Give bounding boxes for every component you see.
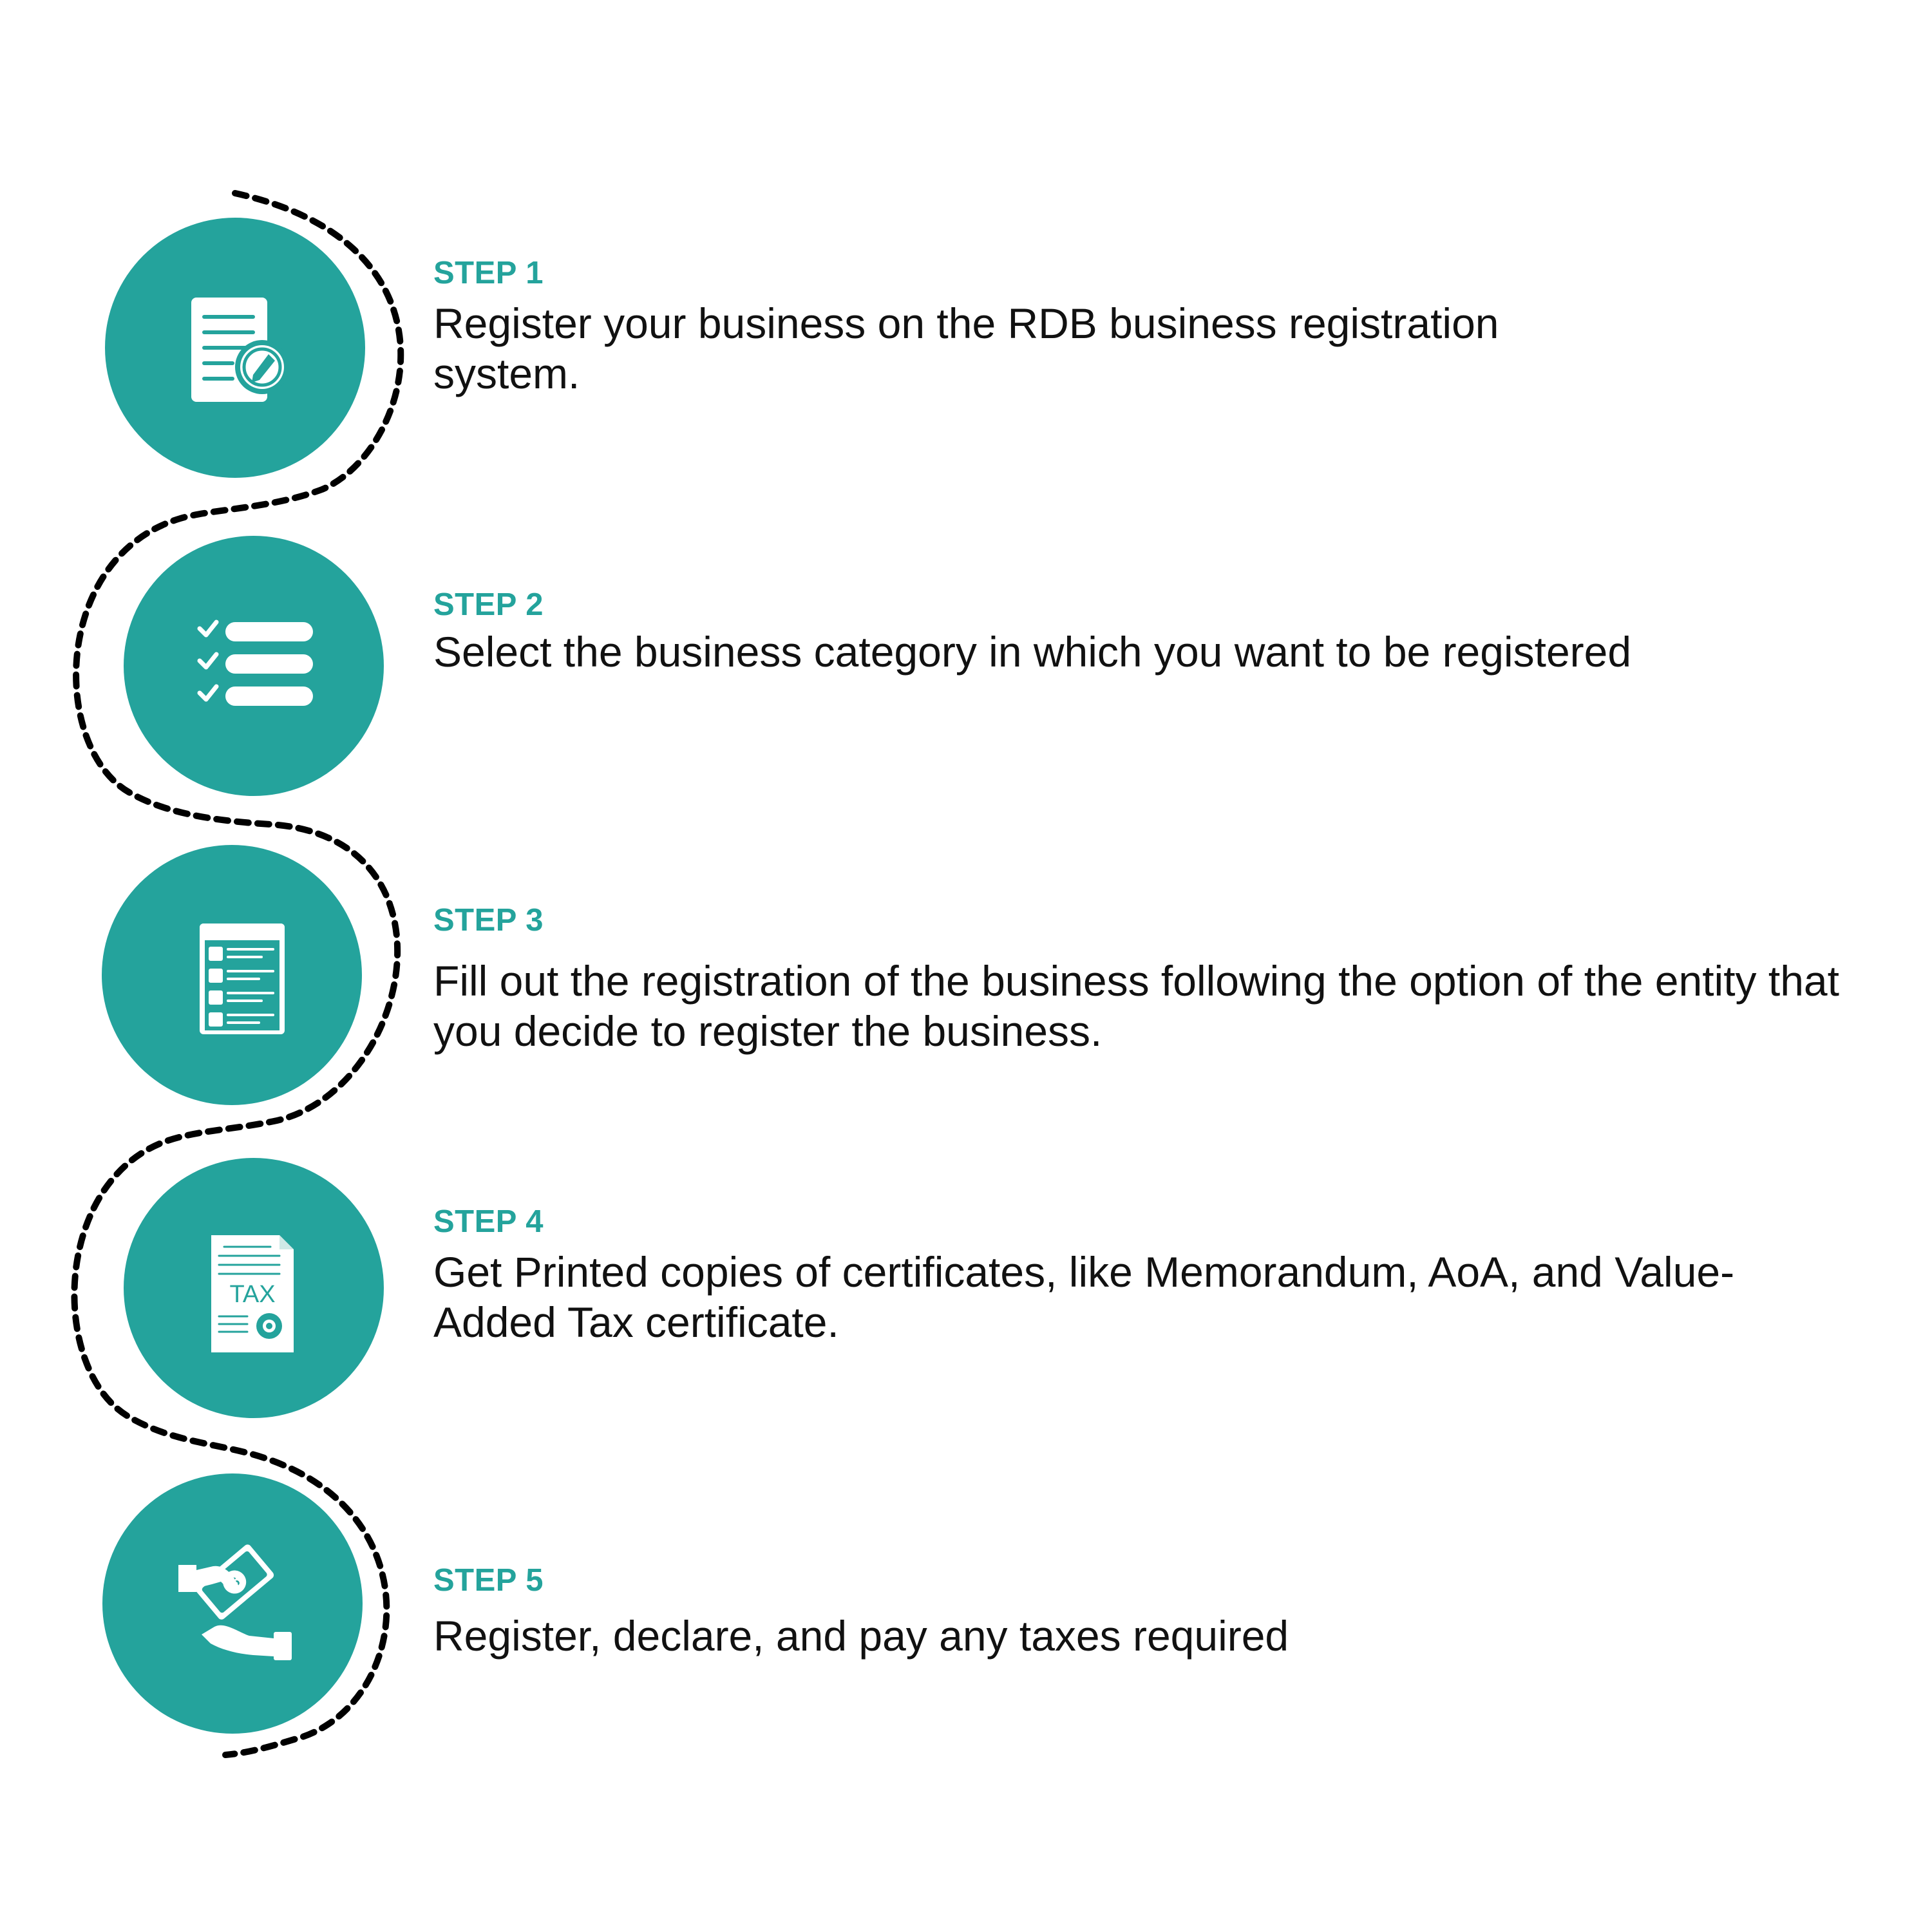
step-3-description: Fill out the registration of the busines… <box>433 957 1839 1055</box>
tax-label: TAX <box>229 1281 275 1308</box>
step-2: STEP 2 Select the business category in w… <box>433 589 1850 674</box>
step-2-label: STEP 2 <box>433 587 544 622</box>
step-5-description: Register, declare, and pay any taxes req… <box>433 1612 1289 1660</box>
hand-paying-money-icon: $ <box>178 1544 292 1660</box>
form-icon <box>200 923 285 1034</box>
step-4-circle: TAX <box>124 1158 384 1418</box>
step-1-description: Register your business on the RDB busine… <box>433 299 1499 397</box>
step-3-label: STEP 3 <box>433 903 544 938</box>
step-3-circle <box>102 845 362 1105</box>
step-2-description: Select the business category in which yo… <box>433 628 1632 676</box>
step-4-description: Get Printed copies of certificates, like… <box>433 1248 1735 1346</box>
step-1: STEP 1 Register your business on the RDB… <box>433 258 1850 399</box>
document-pencil-icon <box>191 298 289 402</box>
step-2-circle <box>124 536 384 796</box>
step-1-label: STEP 1 <box>433 256 544 290</box>
step-5: STEP 5 Register, declare, and pay any ta… <box>433 1565 1850 1661</box>
step-3: STEP 3 Fill out the registration of the … <box>433 905 1850 1056</box>
checklist-icon <box>197 620 313 706</box>
step-4: STEP 4 Get Printed copies of certificate… <box>433 1206 1850 1347</box>
step-1-circle <box>105 218 365 478</box>
step-5-circle: $ <box>102 1473 363 1734</box>
step-5-label: STEP 5 <box>433 1563 544 1598</box>
tax-document-icon: TAX <box>211 1235 294 1352</box>
step-4-label: STEP 4 <box>433 1204 544 1239</box>
